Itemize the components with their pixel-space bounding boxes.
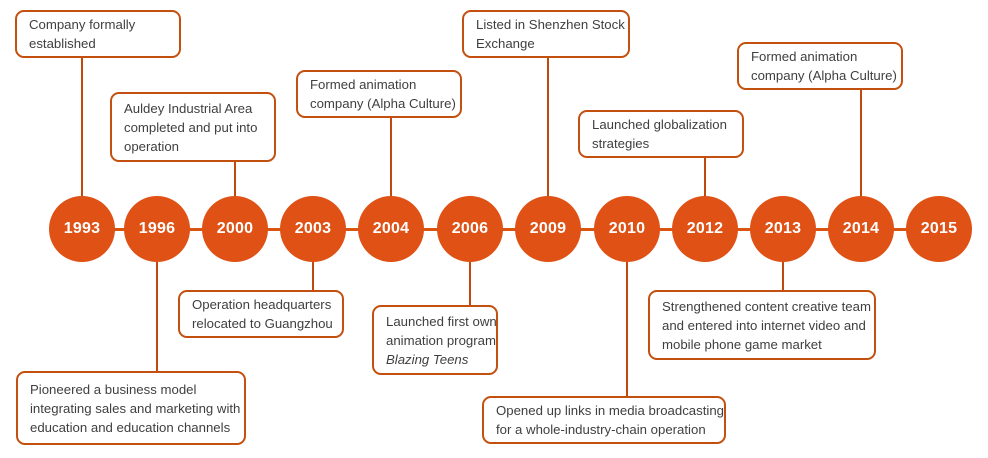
callout-event-1993[interactable]: Company formally established [15,10,181,58]
callout-line: Blazing Teens [386,351,469,367]
axis-segment [579,227,596,231]
connector-event-2010-below [626,262,628,396]
axis-segment [188,227,204,231]
timeline-node-2003[interactable]: 2003 [280,196,346,262]
axis-segment [736,227,752,231]
callout-line: Formed animation [751,49,858,64]
timeline-node-2004[interactable]: 2004 [358,196,424,262]
axis-segment [422,227,439,231]
timeline-node-year-label: 1993 [63,220,101,237]
callout-line: Launched globalization [592,117,727,132]
callout-line: Strengthened content creative team [662,298,871,314]
timeline-node-year-label: 2003 [294,220,332,237]
connector-event-2013-below [782,262,784,290]
callout-line: Auldey Industrial Area [124,100,253,116]
callout-event-2000-below[interactable]: Operation headquarters relocated to Guang… [178,290,344,338]
timeline-node-year-label: 2014 [842,220,880,237]
callout-line: established [29,36,96,51]
callout-line: strategies [592,136,650,151]
timeline-node-2015[interactable]: 2015 [906,196,972,262]
connector-event-2003-above [390,118,392,196]
callout-line: for a whole-industry-chain operation [496,422,706,437]
timeline-node-2010[interactable]: 2010 [594,196,660,262]
axis-segment [266,227,282,231]
connector-event-1996-below [156,262,158,371]
callout-line: Pioneered a business model [30,381,197,397]
connector-event-2000-below [312,262,314,290]
timeline-node-year-label: 1996 [138,220,176,237]
axis-segment [892,227,908,231]
callout-line: company (Alpha Culture) [310,96,456,111]
timeline-node-year-label: 2004 [372,220,410,237]
timeline-node-year-label: 2013 [764,220,802,237]
callout-line: Launched first own [386,313,497,329]
timeline-node-year-label: 2012 [686,220,724,237]
callout-line: company (Alpha Culture) [751,68,897,83]
callout-line: integrating sales and marketing with [30,400,241,416]
callout-event-2010-below[interactable]: Opened up links in media broadcasting for… [482,396,726,444]
connector-event-1996-above [234,162,236,196]
axis-segment [344,227,360,231]
callout-event-2014-above[interactable]: Formed animation company (Alpha Culture) [737,42,903,90]
callout-event-2003-above[interactable]: Formed animation company (Alpha Culture) [296,70,462,118]
callout-line: animation program [386,332,496,348]
callout-line: completed and put into [124,119,258,135]
connector-event-2009-above [547,58,549,196]
timeline-node-2000[interactable]: 2000 [202,196,268,262]
callout-line: Company formally [29,17,136,32]
callout-event-2013-below[interactable]: Strengthened content creative team and en… [648,290,876,360]
timeline-node-2014[interactable]: 2014 [828,196,894,262]
timeline-node-2012[interactable]: 2012 [672,196,738,262]
callout-line: education and education channels [30,419,231,435]
timeline-node-2009[interactable]: 2009 [515,196,581,262]
callout-line: Formed animation [310,77,417,92]
connector-event-2012-above [704,158,706,196]
timeline-node-year-label: 2009 [529,220,567,237]
axis-segment [814,227,830,231]
timeline-node-year-label: 2000 [216,220,254,237]
callout-line: operation [124,138,179,154]
axis-segment [113,227,126,231]
connector-event-2014-above [860,90,862,196]
timeline-node-1996[interactable]: 1996 [124,196,190,262]
callout-event-1996-above[interactable]: Auldey Industrial Area completed and put … [110,92,276,162]
callout-line: Listed in Shenzhen Stock [476,17,625,32]
axis-segment [658,227,674,231]
timeline-node-year-label: 2006 [451,220,489,237]
connector-event-1993 [81,58,83,196]
callout-event-2012-above[interactable]: Launched globalization strategies [578,110,744,158]
timeline-node-1993[interactable]: 1993 [49,196,115,262]
callout-line: Exchange [476,36,535,51]
callout-line: Operation headquarters [192,297,332,312]
callout-line: Opened up links in media broadcasting [496,403,724,418]
timeline-node-year-label: 2010 [608,220,646,237]
timeline-node-year-label: 2015 [920,220,958,237]
callout-event-1996-below[interactable]: Pioneered a business model integrating sa… [16,371,246,445]
axis-segment [501,227,517,231]
connector-event-2006-below [469,262,471,305]
callout-line: mobile phone game market [662,336,822,352]
callout-line: and entered into internet video and [662,317,866,333]
timeline-node-2006[interactable]: 2006 [437,196,503,262]
timeline-node-2013[interactable]: 2013 [750,196,816,262]
callout-line: relocated to Guangzhou [192,316,333,331]
